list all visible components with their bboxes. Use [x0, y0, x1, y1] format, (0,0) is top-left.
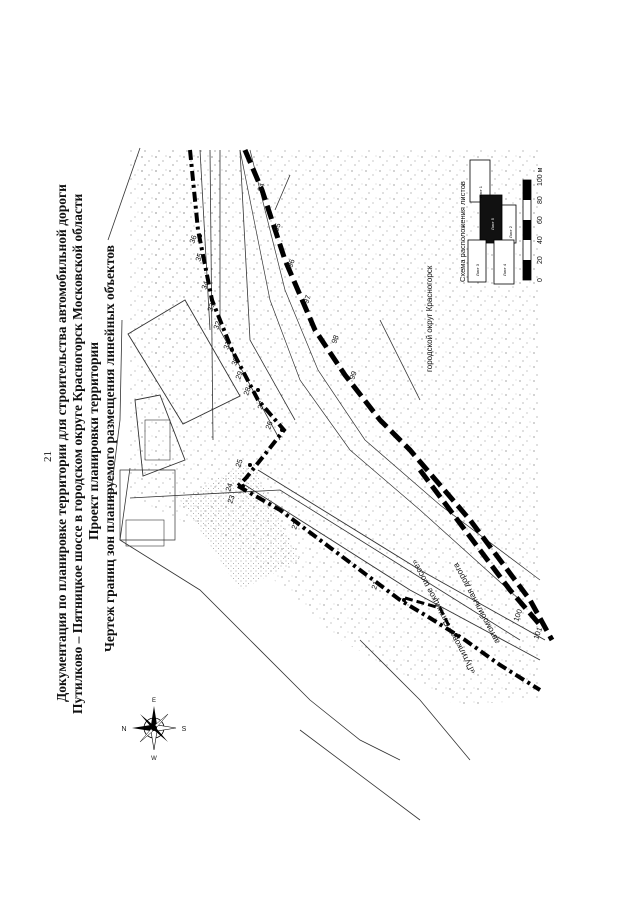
point-label-95: 95 — [271, 222, 282, 233]
inner-point-labels: 23 24 25 26 27 28 29 30 31 32 33 34 35 3… — [187, 234, 284, 505]
point-label-34: 34 — [199, 280, 210, 291]
point-label-36: 36 — [187, 234, 198, 245]
point-label-27: 27 — [255, 400, 266, 411]
compass-north: N — [121, 726, 126, 733]
sheet-scheme-title: Схема расположения листов — [458, 181, 467, 282]
terrain-area — [130, 150, 540, 705]
inner-boundary — [188, 149, 542, 692]
scale-tick-100: 100 м — [537, 167, 544, 186]
point-label-101: 101 — [531, 626, 544, 641]
point-label-30: 30 — [229, 356, 240, 367]
point-label-23: 23 — [225, 494, 236, 505]
outer-point-labels: 94 95 96 97 98 99 100 101 — [255, 182, 544, 641]
compass-rose: N S E W — [121, 698, 186, 762]
sheet-cell-4: Лист 4 — [502, 263, 507, 276]
point-label-98: 98 — [329, 334, 340, 345]
point-label-94: 94 — [255, 182, 266, 193]
point-label-35: 35 — [193, 252, 204, 263]
sheet-scheme: Лист 1 Лист 2 Лист 3 Лист 4 Лист 5 — [467, 159, 517, 285]
sheet-cell-3: Лист 3 — [475, 263, 480, 276]
point-label-28: 28 — [241, 386, 252, 397]
point-label-21: 21 — [369, 580, 380, 591]
scale-tick-60: 60 — [537, 216, 544, 224]
scale-bar: 0 20 40 60 80 100 м — [522, 167, 544, 282]
outer-boundary — [242, 149, 555, 642]
point-label-26: 26 — [263, 420, 274, 431]
point-label-24: 24 — [223, 482, 234, 493]
point-label-99: 99 — [347, 370, 358, 381]
scale-tick-0: 0 — [537, 278, 544, 282]
scale-tick-20: 20 — [537, 256, 544, 264]
district-label: городской округ Красногорск — [425, 265, 434, 372]
lower-point-labels: 21 22 — [289, 520, 458, 637]
point-label-22: 22 — [289, 520, 300, 531]
compass-west: W — [151, 756, 157, 762]
compass-east: E — [152, 698, 156, 704]
sheet-cell-1: Лист 1 — [478, 185, 483, 198]
point-label-31: 31 — [221, 340, 232, 351]
point-label-29: 29 — [233, 370, 244, 381]
map-outlines — [107, 147, 546, 821]
point-label-97: 97 — [301, 294, 312, 305]
point-label-33: 33 — [205, 302, 216, 313]
point-label-96: 96 — [285, 258, 296, 269]
scale-tick-80: 80 — [537, 196, 544, 204]
sheet-cell-2: Лист 2 — [508, 225, 513, 238]
point-label-25: 25 — [233, 458, 244, 469]
scale-tick-40: 40 — [537, 236, 544, 244]
compass-south: S — [182, 726, 187, 733]
point-label-100: 100 — [511, 608, 524, 623]
sheet-cell-5: Лист 5 — [490, 217, 495, 230]
point-label-32: 32 — [211, 320, 222, 331]
